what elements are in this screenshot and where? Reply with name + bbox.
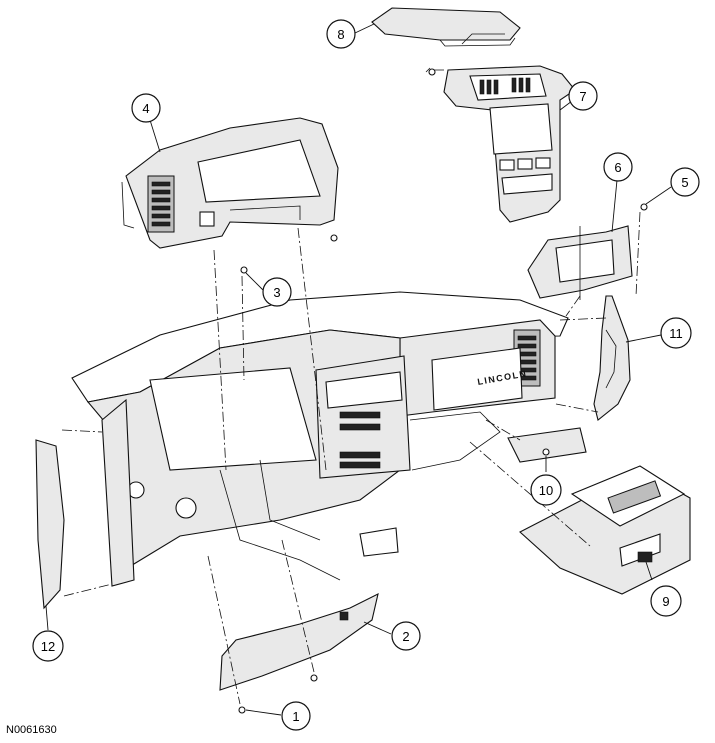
callout-1-label: 1 bbox=[292, 709, 299, 724]
callout-11: 11 bbox=[660, 317, 692, 349]
callout-5: 5 bbox=[670, 167, 700, 197]
callout-6-label: 6 bbox=[614, 160, 621, 175]
leader-lines bbox=[45, 23, 672, 716]
callout-10-label: 10 bbox=[539, 483, 553, 498]
part-8-top-cover bbox=[371, 7, 521, 47]
part-7-center-finish-panel bbox=[425, 65, 576, 223]
callout-4-label: 4 bbox=[142, 101, 149, 116]
callout-11-label: 11 bbox=[669, 326, 683, 341]
callout-12: 12 bbox=[32, 630, 64, 662]
callout-12-label: 12 bbox=[41, 639, 55, 654]
callout-8: 8 bbox=[326, 19, 356, 49]
callout-5-label: 5 bbox=[681, 175, 688, 190]
callout-1: 1 bbox=[281, 701, 311, 731]
part-6-trim-panel bbox=[527, 225, 633, 300]
part-10-bracket bbox=[507, 427, 587, 463]
callout-8-label: 8 bbox=[337, 27, 344, 42]
callout-7: 7 bbox=[568, 81, 598, 111]
callout-6: 6 bbox=[603, 152, 633, 182]
callout-3-label: 3 bbox=[273, 285, 280, 300]
part-2-lower-trim-panel bbox=[219, 592, 379, 691]
callout-4: 4 bbox=[131, 93, 161, 123]
callout-2-label: 2 bbox=[402, 629, 409, 644]
figure-id: N0061630 bbox=[6, 724, 57, 736]
callout-7-label: 7 bbox=[579, 89, 586, 104]
fasteners bbox=[238, 68, 648, 714]
callout-3: 3 bbox=[262, 277, 292, 307]
part-12-lh-end-panel bbox=[35, 439, 65, 610]
callout-2: 2 bbox=[391, 621, 421, 651]
part-9-glove-box bbox=[519, 465, 691, 595]
callout-9-label: 9 bbox=[662, 594, 669, 609]
part-11-rh-end-panel bbox=[593, 295, 631, 421]
callout-10: 10 bbox=[530, 474, 562, 506]
callout-9: 9 bbox=[650, 585, 682, 617]
part-4-cluster-bezel bbox=[121, 117, 339, 249]
main-instrument-panel bbox=[71, 291, 569, 587]
assembly-lines bbox=[61, 211, 641, 705]
